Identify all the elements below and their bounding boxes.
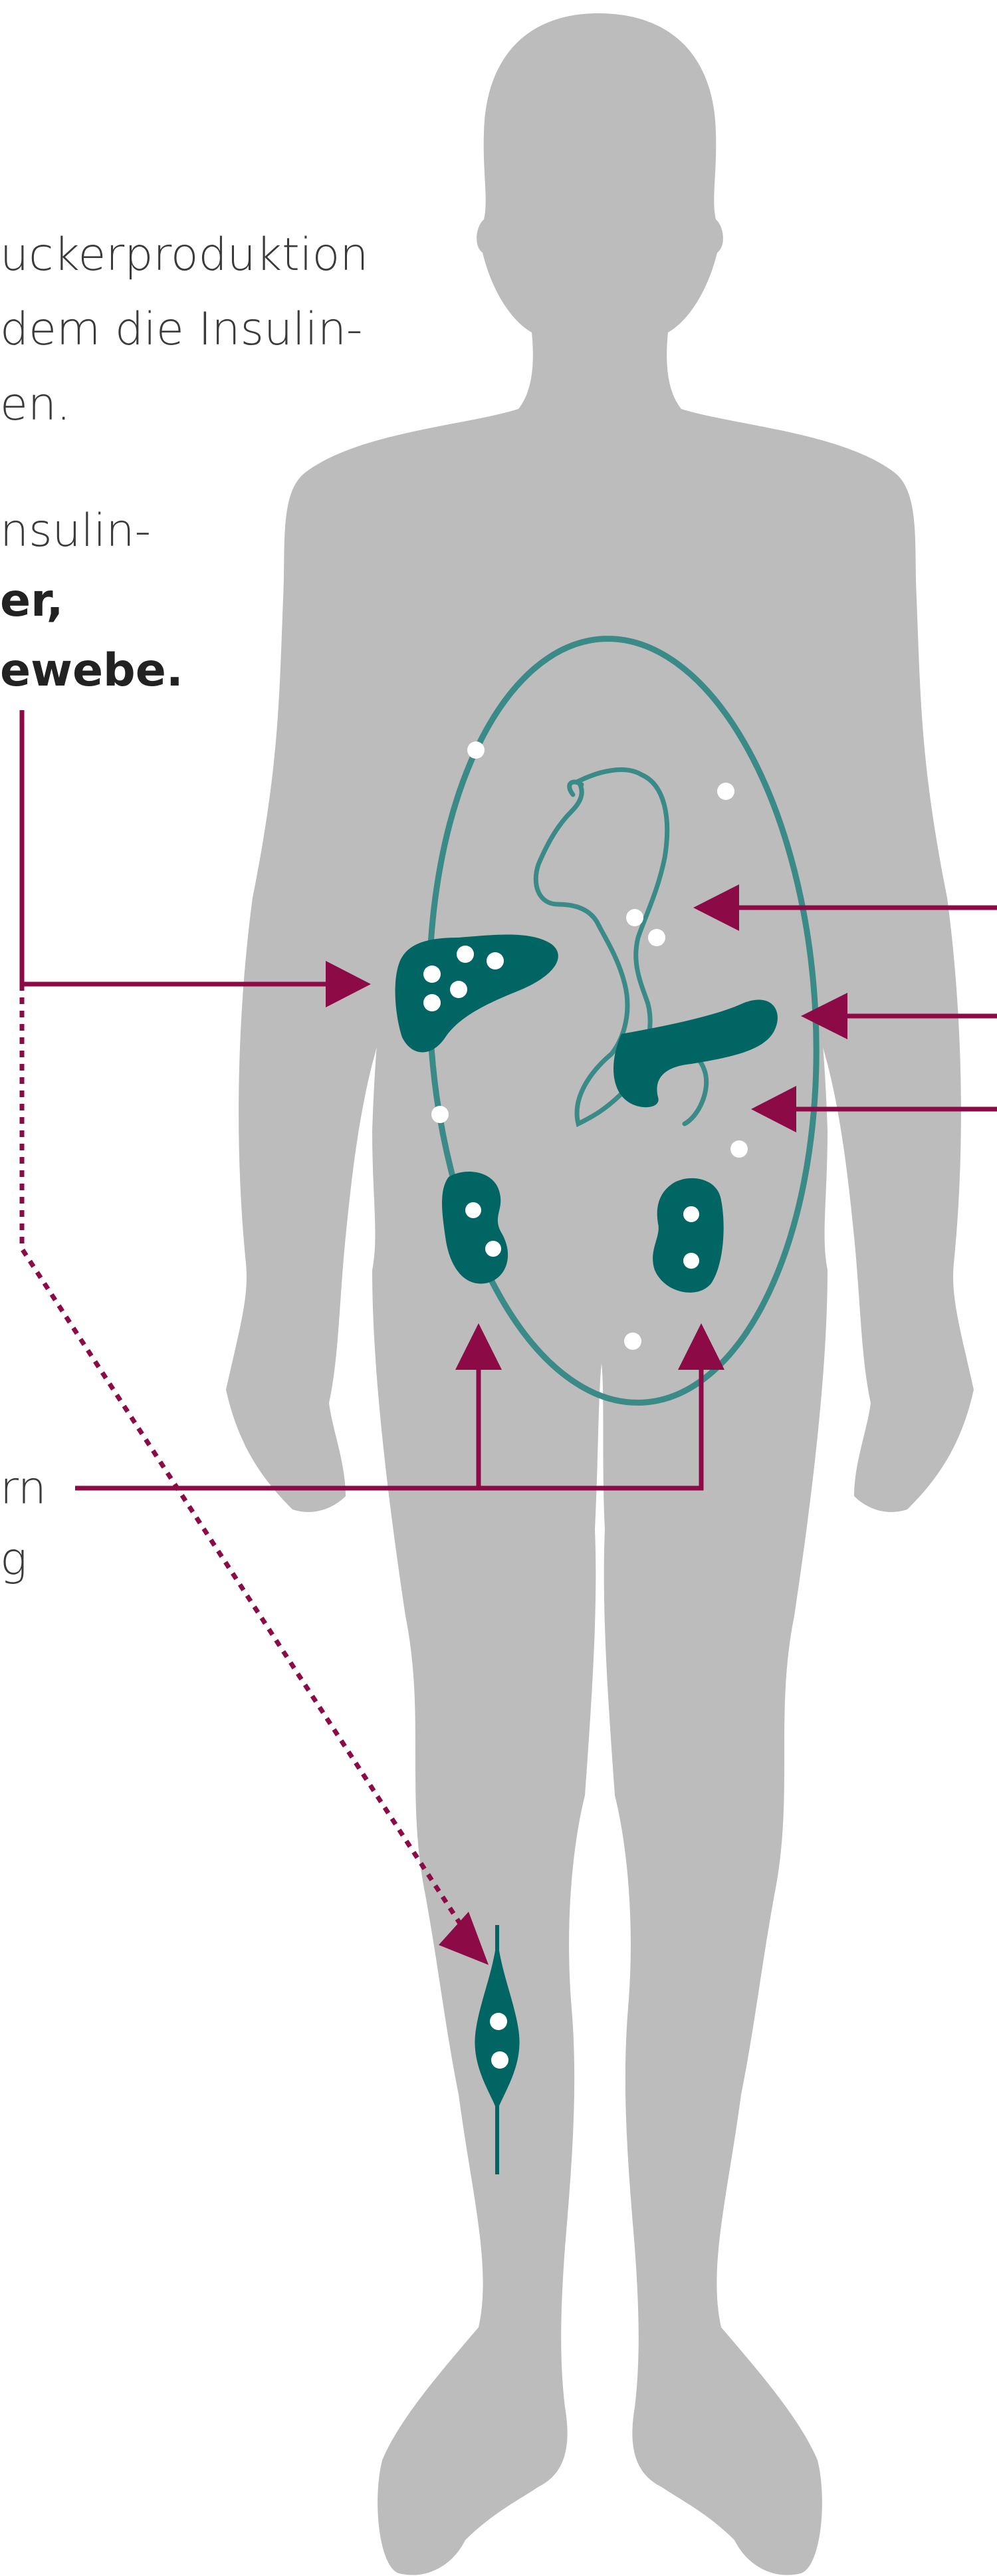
human-silhouette bbox=[226, 13, 974, 2575]
head-shape bbox=[226, 13, 974, 2575]
right-kidney-organ bbox=[653, 1178, 724, 1293]
text-line-3: en. bbox=[0, 382, 71, 428]
text-line-8: g bbox=[0, 1537, 27, 1583]
text-line-7: rn bbox=[0, 1466, 47, 1511]
text-line-1: uckerproduktion bbox=[0, 233, 368, 278]
text-line-4: nsulin- bbox=[0, 509, 151, 554]
text-line-5: er, bbox=[0, 579, 64, 624]
text-line-2: dem die Insulin- bbox=[0, 307, 362, 352]
text-line-6: ewebe. bbox=[0, 648, 183, 694]
